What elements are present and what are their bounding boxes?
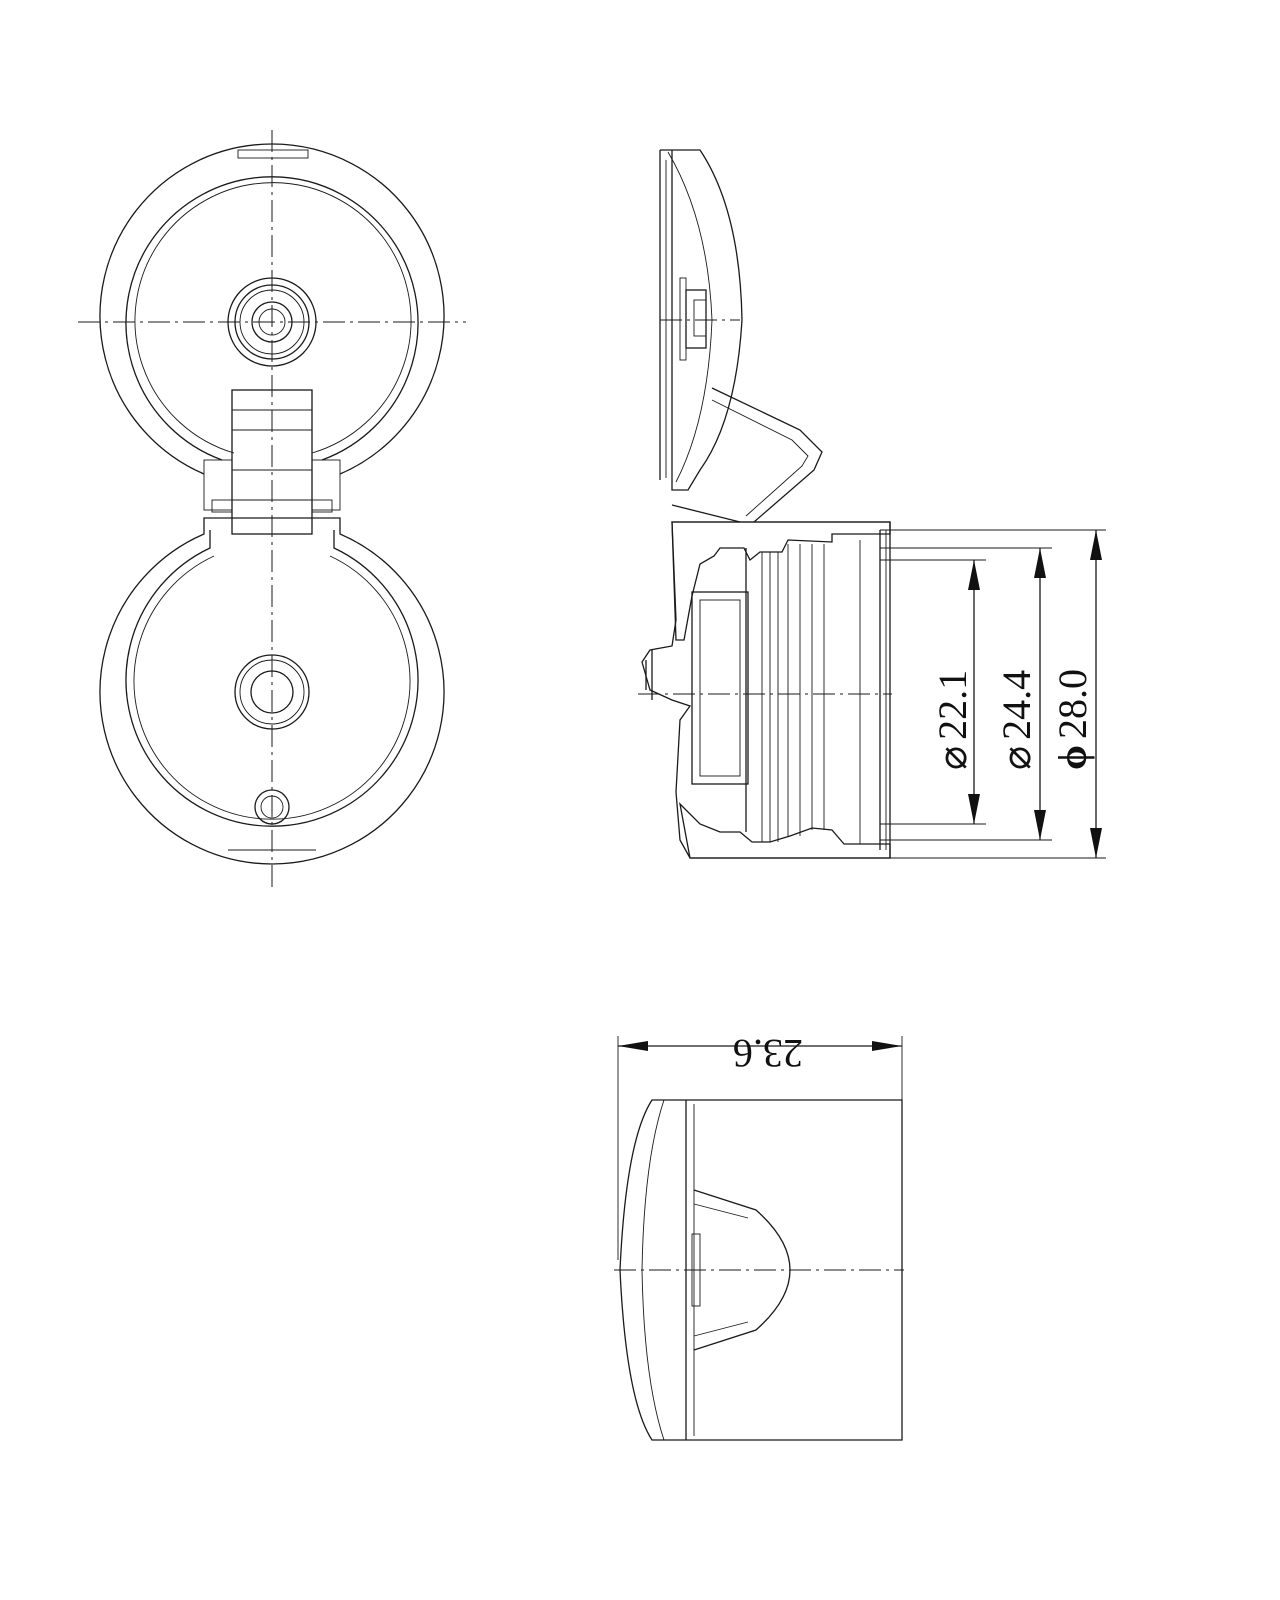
elevation-view: 23.6 — [614, 1031, 904, 1441]
dim-label-24: ⌀24.4 — [994, 670, 1039, 770]
section-view: ⌀22.1 ⌀24.4 ϕ28.0 — [638, 149, 1106, 859]
body-section — [641, 521, 891, 859]
lid-section — [659, 149, 823, 523]
dim-label-22: ⌀22.1 — [930, 670, 975, 770]
top-view — [78, 130, 466, 890]
dim-label-28: ϕ28.0 — [1050, 669, 1095, 770]
dim-label-height: 23.6 — [733, 1031, 803, 1076]
